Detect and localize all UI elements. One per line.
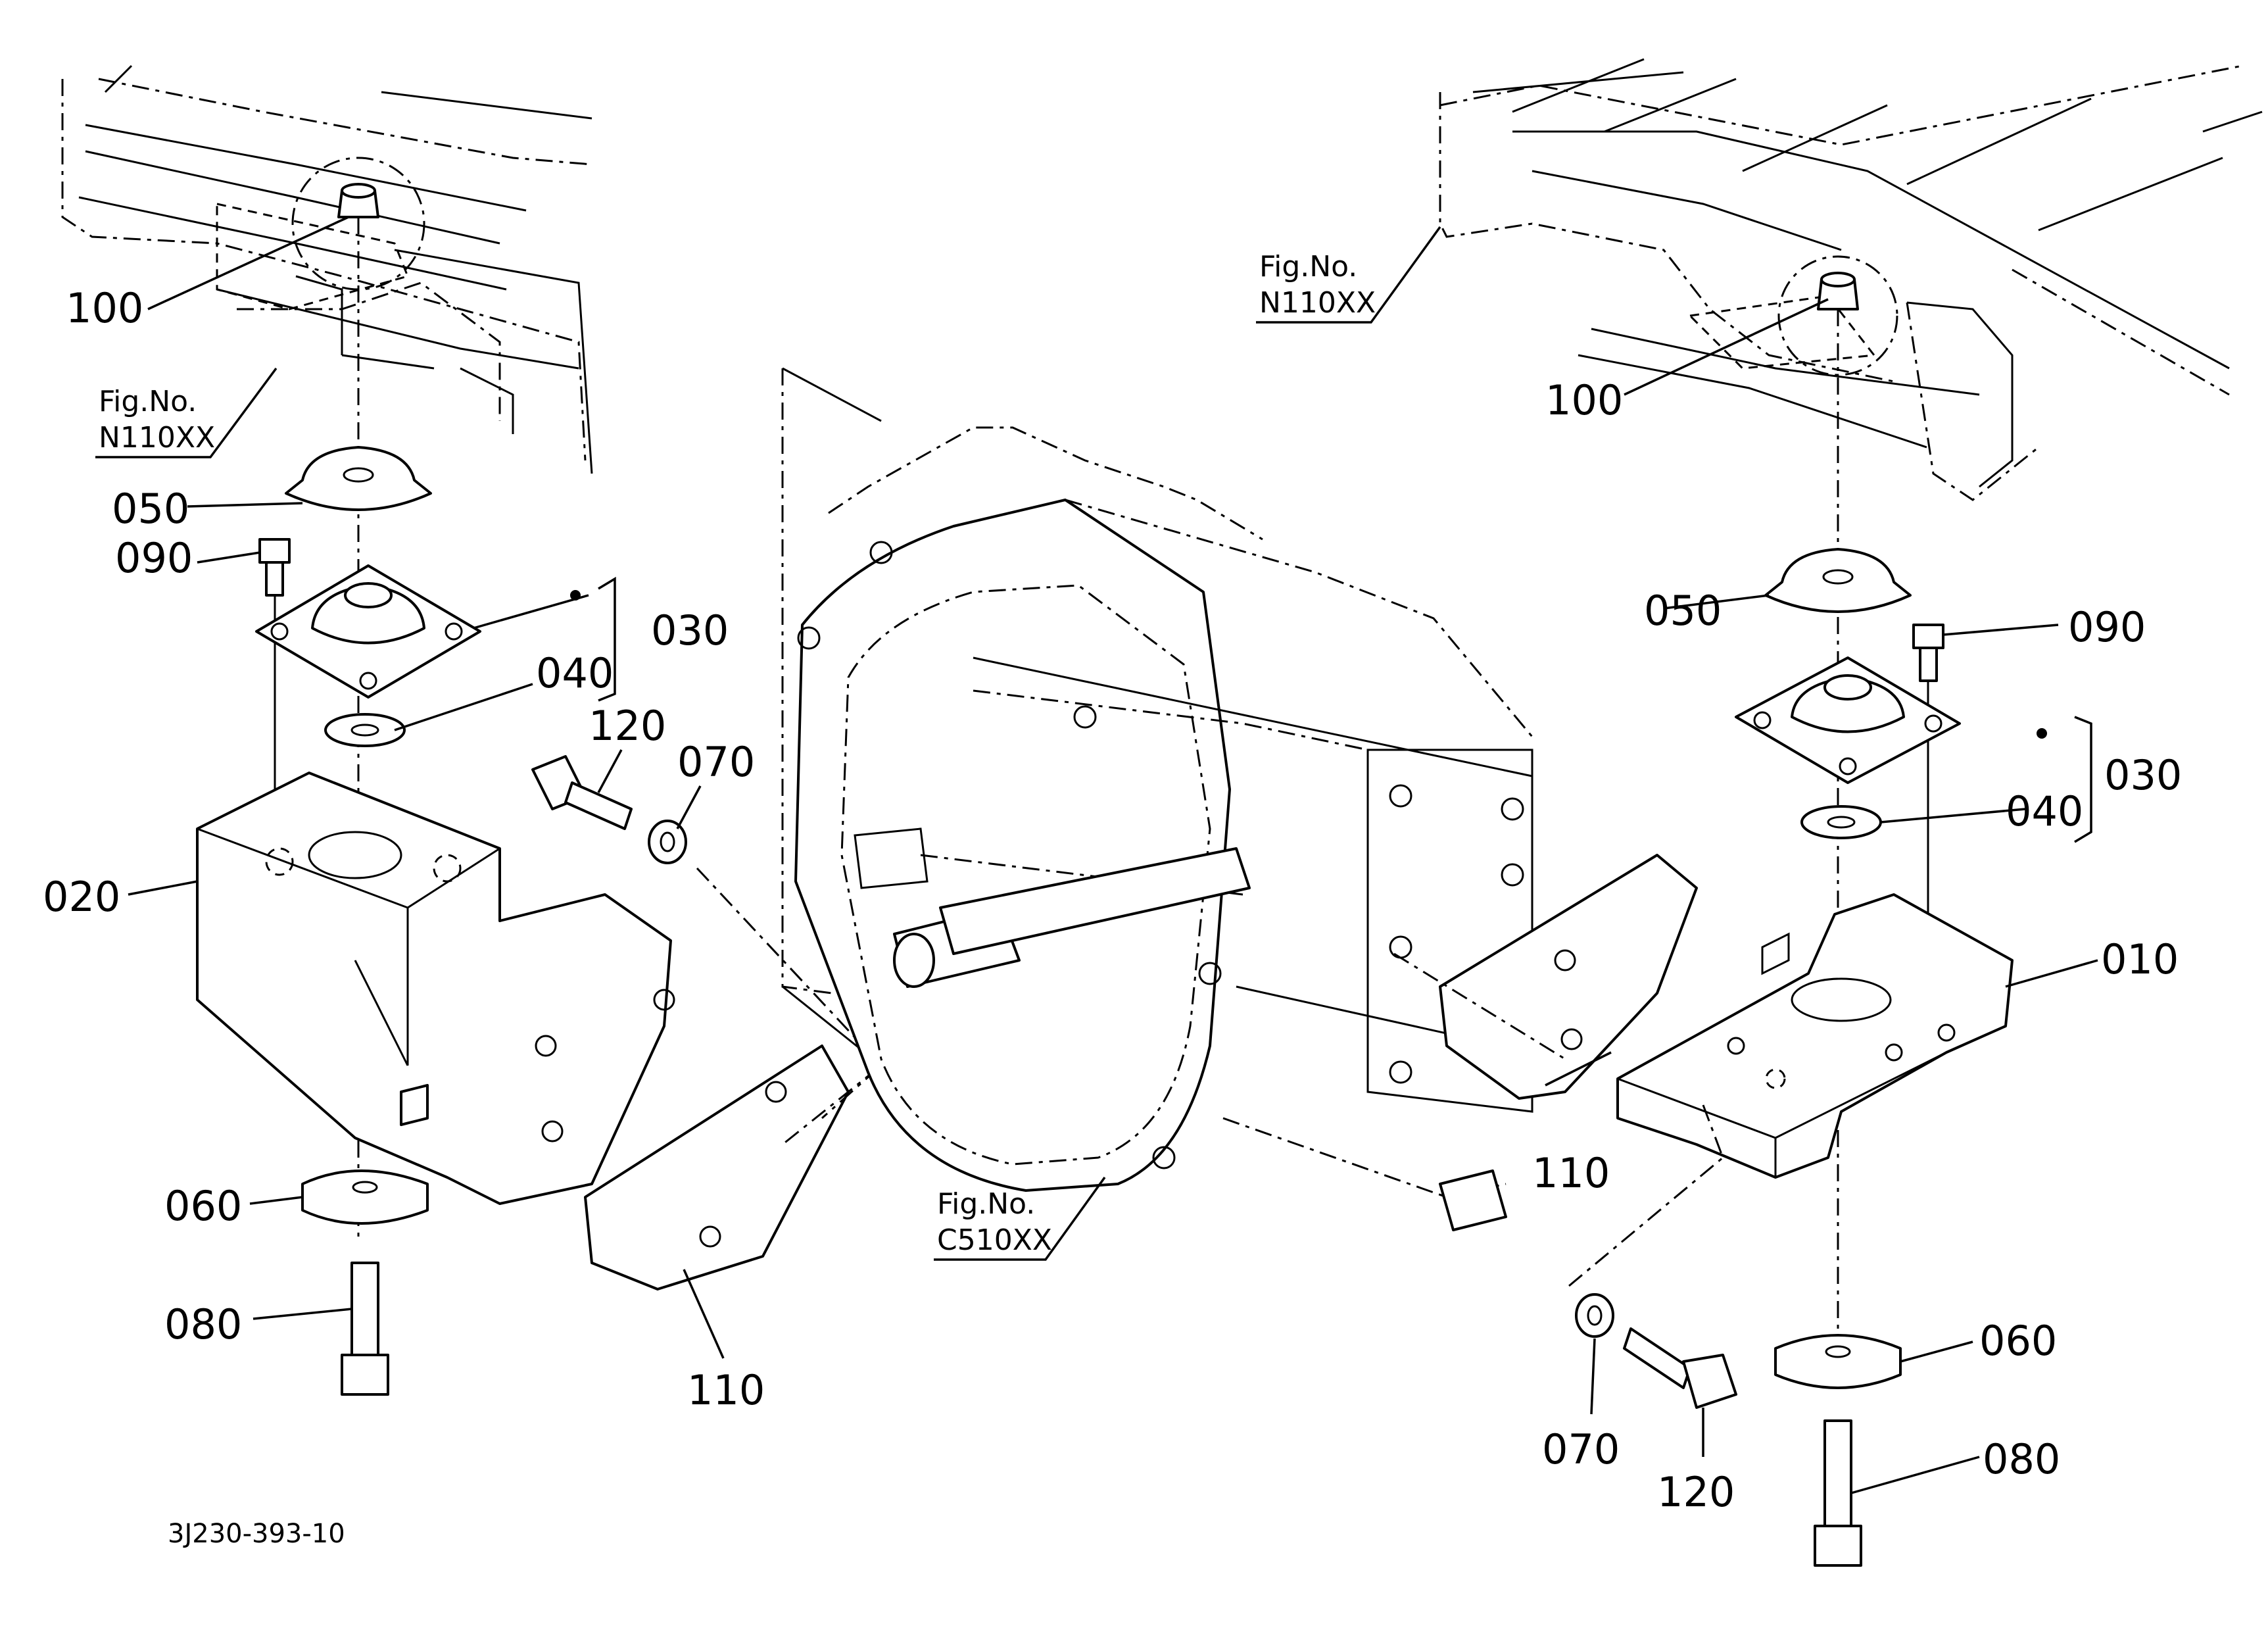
right-bolt-120: [1623, 1327, 1737, 1409]
callout-left-120: 120: [589, 702, 666, 750]
callout-left-110: 110: [687, 1366, 765, 1414]
callout-right-040: 040: [2006, 787, 2083, 835]
callout-right-010: 010: [2101, 935, 2179, 983]
callout-left-100: 100: [66, 284, 143, 332]
leader-lines: [128, 216, 2098, 1494]
fig-ref-center-line2: C510XX: [937, 1223, 1052, 1257]
callout-right-080: 080: [1983, 1435, 2060, 1483]
callout-left-080: 080: [164, 1300, 242, 1348]
right-bracket-010: [1616, 893, 2014, 1179]
callout-left-040: 040: [536, 649, 614, 697]
figure-references: Fig.No. N110XX Fig.No. N110XX Fig.No. C5…: [99, 250, 1376, 1257]
fig-ref-left-line1: Fig.No.: [99, 385, 197, 418]
left-washer-070: [648, 820, 687, 864]
fig-ref-right-line2: N110XX: [1259, 286, 1376, 320]
callout-right-090: 090: [2068, 603, 2146, 651]
fig-ref-leaders: [95, 226, 1441, 1261]
fig-ref-right-line1: Fig.No.: [1259, 250, 1357, 283]
callout-right-110: 110: [1532, 1149, 1610, 1197]
callouts-right: 100 050 090 030 040 010 110 060 070 120 …: [1532, 376, 2182, 1516]
callout-left-090: 090: [115, 534, 193, 582]
fig-ref-left-line2: N110XX: [99, 421, 215, 455]
right-washer-070: [1575, 1293, 1614, 1338]
callout-right-070: 070: [1542, 1425, 1620, 1473]
callout-left-030: 030: [651, 606, 729, 654]
fig-ref-center-line1: Fig.No.: [937, 1187, 1035, 1221]
figure-code: 3J230-393-10: [168, 1519, 345, 1549]
left-nut-100: [337, 183, 379, 218]
callout-left-050: 050: [112, 485, 189, 533]
callout-right-030: 030: [2104, 751, 2182, 799]
callouts-left: 100 050 090 030 040 120 070 020 060 080 …: [43, 284, 765, 1414]
callout-left-070: 070: [677, 738, 755, 786]
left-washer-040: [324, 713, 406, 747]
right-frame-drawing: [1439, 58, 2263, 501]
left-mount-030: [255, 564, 481, 699]
callout-left-060: 060: [164, 1182, 242, 1230]
right-cushion-060: [1774, 1334, 1902, 1389]
callout-right-100: 100: [1545, 376, 1623, 424]
right-washer-040: [1800, 805, 1882, 839]
right-nut-100: [1817, 272, 1859, 310]
left-plate-guide: [696, 867, 883, 1119]
callout-right-050: 050: [1644, 587, 1722, 635]
left-bolt-080: [341, 1262, 389, 1396]
callout-right-120: 120: [1657, 1468, 1735, 1516]
left-bolt-120: [531, 755, 633, 830]
right-bolt-080: [1814, 1419, 1862, 1567]
callout-right-060: 060: [1979, 1317, 2057, 1365]
right-mount-030: [1735, 656, 1961, 784]
left-cushion-060: [301, 1169, 429, 1225]
left-bracket-020: [196, 772, 675, 1205]
right-plate-110: [1439, 854, 1698, 1100]
right-cushion-050: [1764, 548, 1912, 613]
left-cushion-050: [285, 446, 432, 511]
callout-left-020: 020: [43, 873, 120, 921]
left-plate-110: [584, 1045, 850, 1291]
transmission-housing: [781, 367, 1533, 1231]
